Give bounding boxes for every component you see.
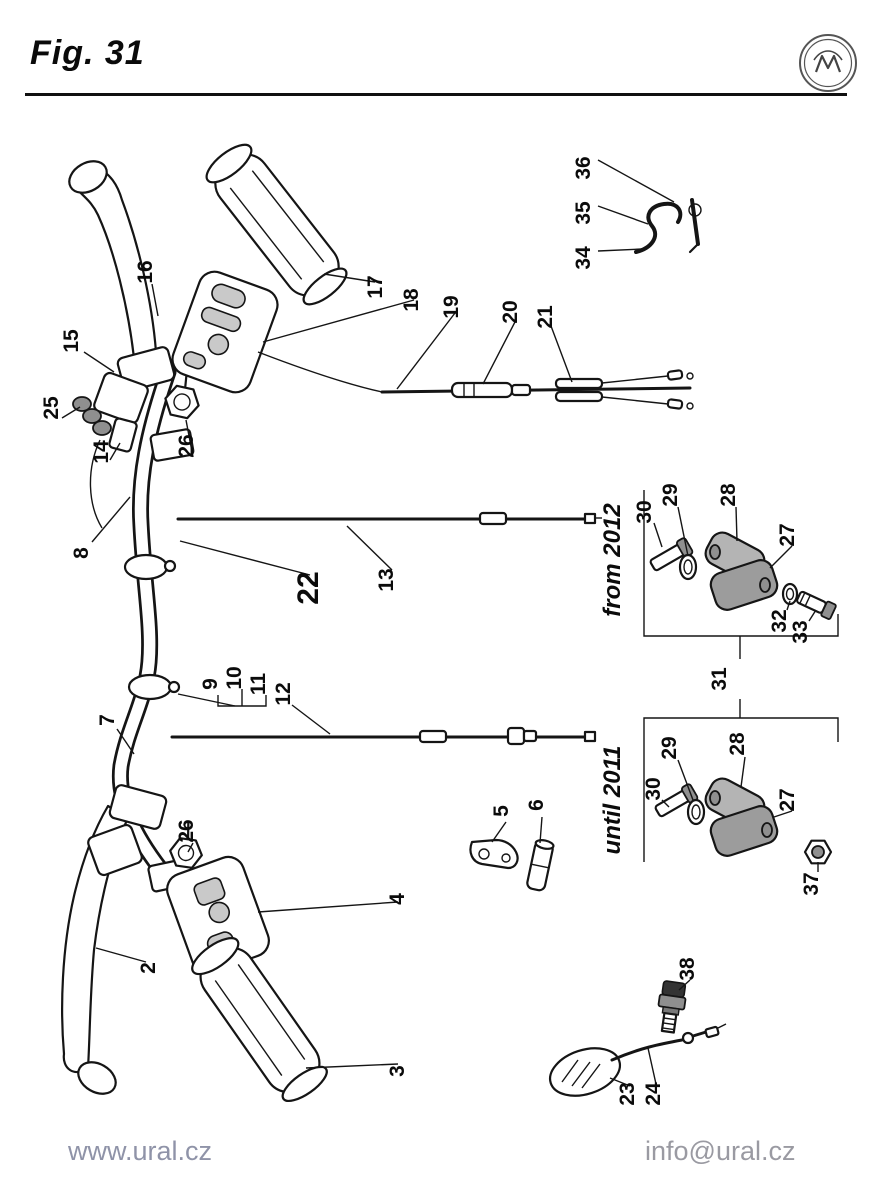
part-label-21: 21 (534, 305, 557, 329)
nut-37 (803, 839, 833, 865)
part-labels: 16 15 25 14 26 17 18 19 20 21 34 35 36 8… (40, 156, 823, 1105)
washer-32 (781, 582, 799, 606)
part-label-28-lower: 28 (726, 732, 749, 756)
part-label-11: 11 (247, 673, 270, 696)
ural-imz-logo (799, 34, 857, 92)
part-label-23: 23 (616, 1082, 639, 1105)
part-label-32: 32 (768, 609, 791, 632)
washer-29-upper (678, 553, 698, 581)
washer-29-lower (686, 798, 706, 826)
part-label-25: 25 (40, 396, 63, 420)
lower-grip (191, 937, 328, 1103)
part-label-31: 31 (708, 667, 731, 691)
part-label-38: 38 (676, 957, 699, 981)
part-label-13: 13 (375, 568, 398, 591)
lower-lever-assembly (61, 784, 328, 1103)
part-label-28-upper: 28 (717, 483, 740, 507)
part-label-27-upper: 27 (776, 523, 799, 546)
figure-title: Fig. 31 (30, 34, 145, 72)
variant-label-until-2011: until 2011 (599, 746, 626, 855)
part-label-22: 22 (292, 571, 325, 604)
retainer-clip-34-36 (634, 198, 702, 254)
part-label-20: 20 (499, 300, 522, 323)
part-label-34: 34 (572, 246, 595, 270)
part-label-27-lower: 27 (776, 788, 799, 811)
part-26-hex-nut-upper (164, 367, 200, 420)
part-label-30-lower: 30 (642, 777, 665, 800)
part-label-12: 12 (272, 682, 295, 705)
part-26-hex-nut-lower (169, 820, 203, 869)
part-25-washers (72, 396, 112, 436)
part-label-8: 8 (70, 547, 93, 559)
part-label-2: 2 (137, 962, 160, 974)
part-label-3: 3 (386, 1065, 409, 1077)
part-5-plate (469, 838, 519, 870)
cable-13 (176, 511, 602, 526)
title-divider (25, 93, 847, 96)
bolt-30-lower (654, 783, 699, 818)
part-label-35: 35 (572, 201, 595, 225)
clamp-assembly-from-2012 (649, 531, 837, 620)
part-label-19: 19 (440, 295, 463, 318)
leader-lines (61, 159, 819, 1087)
clamp-27-upper (709, 559, 779, 611)
part-label-16: 16 (134, 260, 157, 283)
part-label-7: 7 (96, 714, 119, 726)
variant-label-from-2012: from 2012 (599, 503, 626, 617)
footer-email: info@ural.cz (645, 1136, 796, 1166)
footer-website: www.ural.cz (68, 1136, 213, 1166)
part-label-15: 15 (60, 329, 83, 353)
part-label-24: 24 (642, 1082, 665, 1106)
mirror-assembly (548, 1023, 727, 1097)
clamp-27-lower (709, 805, 779, 857)
part-label-29-lower: 29 (658, 736, 681, 759)
part-label-29-upper: 29 (659, 483, 682, 506)
part-label-26-lower: 26 (175, 819, 198, 842)
part-label-37: 37 (800, 872, 823, 895)
part-label-36: 36 (572, 156, 595, 179)
part-label-4: 4 (386, 893, 409, 905)
bolt-33 (796, 590, 837, 620)
part-6-sleeve (526, 839, 555, 892)
tube-clamp-rings (123, 553, 181, 701)
part-label-33: 33 (789, 620, 812, 643)
upper-switchgear (171, 270, 279, 394)
variant-brackets (643, 490, 839, 862)
part-label-14: 14 (90, 440, 113, 464)
upper-grip (205, 143, 348, 306)
upper-lever-assembly (68, 143, 383, 529)
cable-12 (170, 726, 597, 746)
part-label-5: 5 (490, 805, 513, 817)
part-label-30-upper: 30 (633, 500, 656, 523)
part-label-26-upper: 26 (175, 434, 198, 457)
part-label-18: 18 (400, 288, 423, 312)
part-38-adjuster (657, 980, 687, 1034)
part-label-9: 9 (199, 678, 222, 690)
clamp-assembly-until-2011 (654, 777, 833, 865)
part-label-10: 10 (223, 666, 246, 689)
part-label-6: 6 (525, 799, 548, 811)
part-14-block (108, 417, 138, 453)
throttle-cables (380, 369, 694, 410)
part-label-17: 17 (364, 275, 387, 298)
